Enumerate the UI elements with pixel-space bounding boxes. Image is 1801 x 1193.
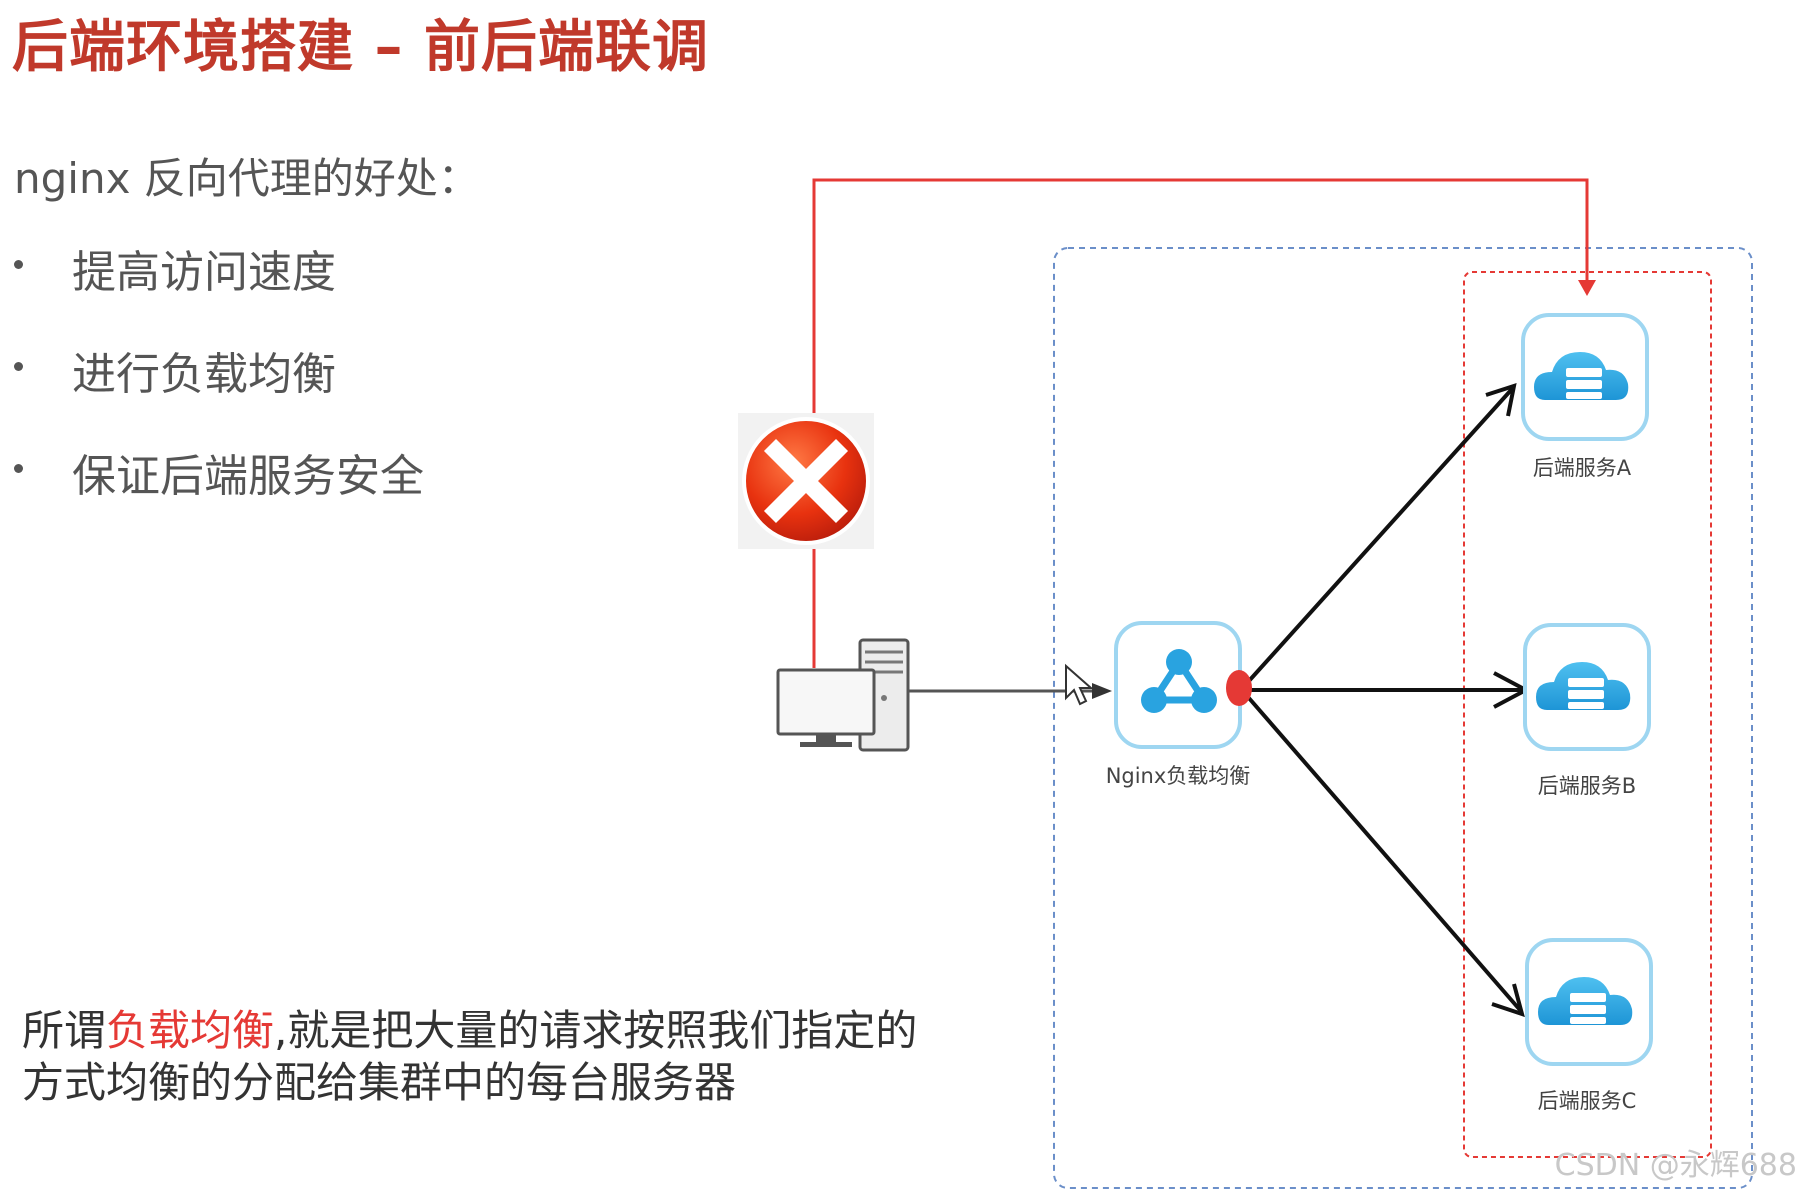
fan-out-point — [1226, 670, 1252, 706]
page-title: 后端环境搭建 – 前后端联调 — [12, 15, 709, 80]
list-item-label: 保证后端服务安全 — [72, 451, 424, 502]
mouse-cursor-icon — [1065, 663, 1094, 706]
watermark: CSDN @永辉688 — [1555, 1148, 1797, 1183]
note-suffix: ,就是把大量的请求按照我们指定的方式均衡的分配给集群中的每台服务器 — [22, 1006, 918, 1107]
subtitle: nginx 反向代理的好处： — [14, 154, 480, 203]
arrow-head-icon — [1578, 280, 1596, 296]
backend-server-b-icon — [1523, 623, 1651, 751]
client-computer-icon — [776, 638, 910, 752]
blocked-icon — [738, 413, 874, 549]
list-item-label: 进行负载均衡 — [72, 349, 336, 400]
list-item-label: 提高访问速度 — [72, 247, 336, 298]
distribution-arrows — [1246, 383, 1531, 1018]
nginx-load-balancer-icon — [1114, 621, 1242, 749]
nginx-label: Nginx负载均衡 — [1106, 764, 1251, 788]
arrow-head-icon — [1092, 683, 1112, 699]
note-highlight: 负载均衡 — [106, 1006, 275, 1055]
bullet-icon — [14, 464, 23, 473]
backend-server-c-icon — [1525, 938, 1653, 1066]
backend-group-boundary — [1463, 271, 1712, 1158]
bullet-icon — [14, 362, 23, 371]
note-prefix: 所谓 — [22, 1006, 107, 1055]
server-a-label: 后端服务A — [1533, 456, 1632, 480]
blocked-direct-path — [812, 178, 1589, 668]
server-b-label: 后端服务B — [1538, 774, 1636, 798]
backend-server-a-icon — [1521, 313, 1649, 441]
load-balancing-note: 所谓负载均衡,就是把大量的请求按照我们指定的方式均衡的分配给集群中的每台服务器 — [22, 1005, 922, 1109]
bullet-icon — [14, 260, 23, 269]
server-c-label: 后端服务C — [1538, 1089, 1637, 1113]
cluster-boundary — [1053, 247, 1753, 1189]
